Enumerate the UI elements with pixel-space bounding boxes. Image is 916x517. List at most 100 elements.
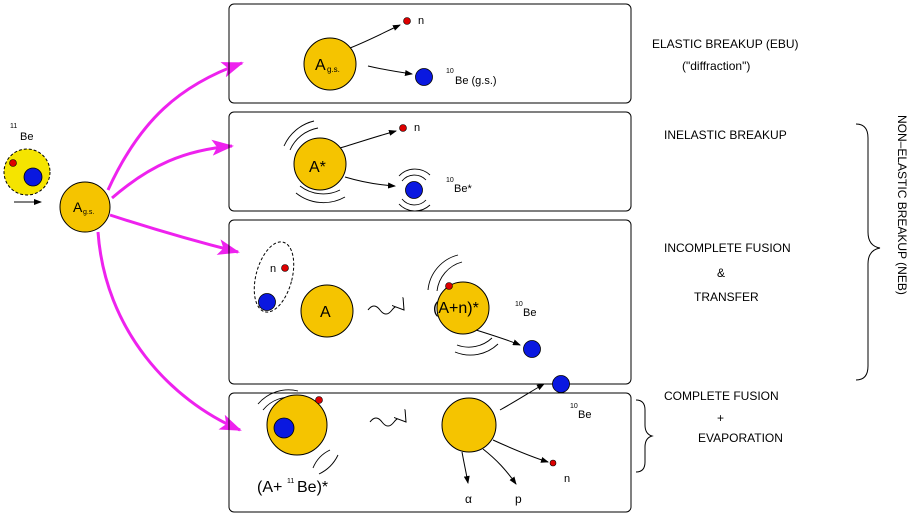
projectile-group: 11 Be — [3, 123, 51, 205]
excitation-line — [257, 389, 299, 405]
absorbed-be10-core — [273, 417, 295, 439]
alpha-label: α — [465, 492, 472, 506]
projectile-label: Be — [20, 131, 33, 143]
compound-nucleus — [266, 394, 328, 456]
core-trajectory — [367, 65, 413, 76]
nucleus — [303, 37, 357, 91]
captured-neutron — [445, 282, 453, 290]
arrow-to-complete — [96, 231, 242, 432]
fragment-label: Be* — [454, 183, 472, 195]
alpha-trajectory — [461, 451, 470, 484]
fragment-mass: 10 — [515, 301, 523, 308]
panel-complete-fusion: (A+ 11 Be)* 10 Be n α p — [228, 375, 632, 513]
excitation-line — [454, 343, 499, 356]
compound-nucleus — [436, 281, 490, 335]
excitation-line — [401, 174, 427, 182]
panel-inelastic-breakup: A* n 10 Be* — [228, 111, 632, 212]
target-nucleus — [59, 181, 111, 233]
nucleus-label: A* — [309, 159, 326, 176]
complete-fusion-brace — [635, 399, 654, 473]
projectile-core — [23, 167, 43, 187]
excited-nucleus — [293, 137, 347, 191]
target-group: A g.s. — [59, 181, 111, 233]
wavy-arrow — [367, 306, 404, 315]
projectile-neutron — [9, 159, 17, 167]
excitation-line — [312, 449, 331, 469]
fragment-mass: 10 — [446, 177, 454, 184]
be10-core-out — [523, 340, 541, 358]
compound-label: (A+n)* — [433, 300, 479, 317]
neb-label: NON–ELASTIC BREAKUP (NEB) — [895, 115, 909, 295]
arrow-to-inelastic — [111, 139, 234, 200]
fragment-mass: 10 — [570, 403, 578, 410]
arrow-to-incomplete — [109, 213, 240, 255]
fragment-mass: 10 — [446, 68, 454, 75]
panel-frame — [228, 392, 632, 513]
neutron-label: n — [418, 15, 424, 27]
excitation-line — [398, 203, 431, 212]
core-trajectory — [475, 329, 521, 346]
core-trajectory — [344, 176, 396, 189]
subtitle-diffraction: ("diffraction") — [682, 59, 750, 73]
neutron — [399, 124, 407, 132]
be10-excited-core — [405, 181, 423, 199]
panel-frame — [228, 3, 632, 104]
neutron-trajectory — [339, 129, 397, 149]
target-label: A — [73, 199, 83, 215]
excitation-line — [289, 127, 319, 151]
panel-frame — [228, 111, 632, 212]
title-inelastic-breakup: INELASTIC BREAKUP — [664, 128, 787, 142]
neutron — [403, 17, 411, 25]
excitation-line — [398, 168, 431, 177]
title-incomplete-fusion: INCOMPLETE FUSION — [664, 241, 791, 255]
title-evaporation: EVAPORATION — [698, 431, 783, 445]
excitation-line — [401, 198, 427, 206]
panel-elastic-breakup: A g.s. n 10 Be (g.s.) — [228, 3, 632, 104]
nucleus-label: A — [320, 304, 331, 321]
fragment-label: Be — [523, 307, 536, 319]
fragment-label: Be — [578, 409, 591, 421]
title-transfer: TRANSFER — [694, 290, 759, 304]
compound-prefix: (A+ — [257, 479, 282, 496]
be10-core-out — [552, 375, 570, 393]
residual-nucleus — [441, 397, 497, 453]
reaction-arrows — [96, 61, 244, 432]
fragment-label: Be (g.s.) — [455, 75, 497, 87]
be10-core — [258, 293, 276, 311]
panel-frame — [228, 219, 632, 385]
title-ampersand: & — [717, 266, 725, 280]
nucleus-sub: g.s. — [327, 65, 340, 74]
neutron-label: n — [270, 263, 276, 275]
excitation-line — [427, 254, 459, 291]
target-nucleus — [300, 284, 354, 338]
proton-label: p — [515, 492, 522, 506]
halo-outline — [253, 241, 295, 313]
title-complete-fusion: COMPLETE FUSION — [664, 389, 779, 403]
target-sub: g.s. — [83, 209, 94, 216]
excitation-line — [283, 120, 315, 147]
projectile-mass: 11 — [10, 123, 17, 130]
title-elastic-breakup: ELASTIC BREAKUP (EBU) — [652, 37, 798, 51]
nucleus-label: A — [315, 57, 326, 74]
neb-brace — [855, 123, 881, 381]
proton-trajectory — [482, 448, 517, 485]
arrow-to-ebu — [106, 61, 244, 191]
neutron — [281, 264, 289, 272]
wavy-arrow — [369, 418, 406, 427]
core-trajectory — [499, 383, 545, 411]
neutron-trajectory — [492, 439, 549, 463]
compound-mass: 11 — [287, 478, 294, 485]
absorbed-neutron — [315, 396, 323, 404]
be10-core — [415, 68, 433, 86]
neutron — [549, 459, 557, 467]
compound-suffix: Be)* — [297, 479, 328, 496]
neutron-trajectory — [349, 24, 401, 49]
neutron-label: n — [564, 473, 570, 485]
excitation-line — [318, 454, 339, 475]
neutron-label: n — [414, 122, 420, 134]
excitation-line — [299, 185, 341, 195]
excitation-line — [456, 337, 493, 348]
excitation-line — [436, 261, 463, 292]
title-plus: + — [717, 411, 724, 425]
